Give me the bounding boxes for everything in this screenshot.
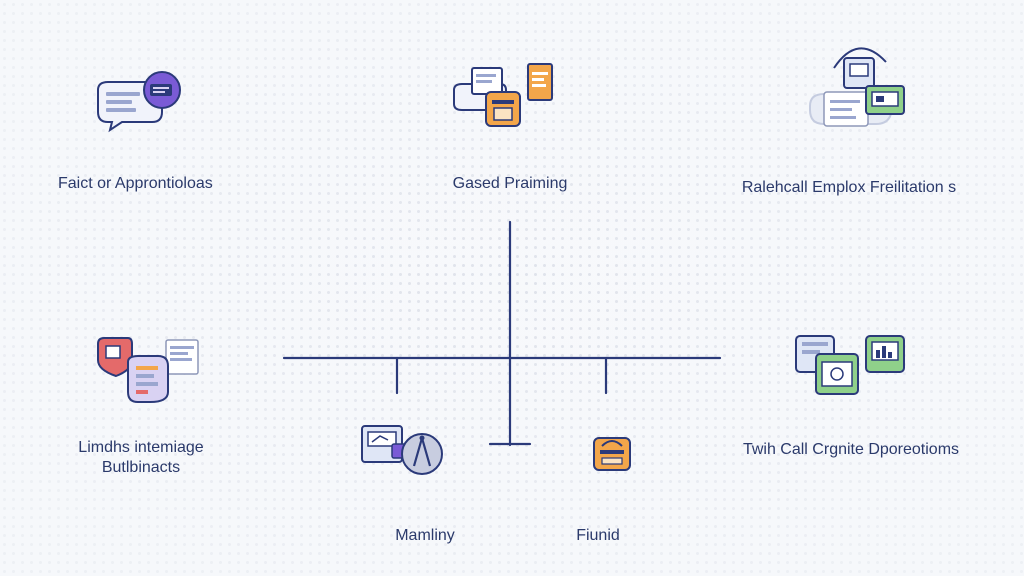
- label-bottom-right: Fiunid: [576, 527, 620, 544]
- orange-box-icon: [593, 437, 631, 471]
- document-folder-icon: [453, 63, 553, 127]
- label-mid-left-line-2: Butlbinacts: [101, 459, 181, 476]
- label-top-center: Gased Praiming: [452, 175, 568, 192]
- label-bottom-left: Mamliny: [395, 527, 455, 544]
- label-top-right: Ralehcall Emplox Freilitation s: [741, 179, 957, 196]
- label-top-left: Faict or Approntioloas: [58, 175, 213, 192]
- tools-compass-icon: [361, 425, 443, 475]
- chat-bubble-tag-icon: [97, 71, 181, 133]
- label-mid-left-line-1: Limdhs intemiage: [78, 439, 204, 456]
- label-mid-left: Limdhs intemiage Butlbinacts: [56, 438, 226, 478]
- shield-chat-icon: [97, 337, 199, 403]
- dashboard-cloud-icon: [809, 47, 905, 127]
- chart-panels-icon: [795, 335, 905, 395]
- label-mid-right: Twih Call Crgnite Dporeotioms: [742, 441, 960, 458]
